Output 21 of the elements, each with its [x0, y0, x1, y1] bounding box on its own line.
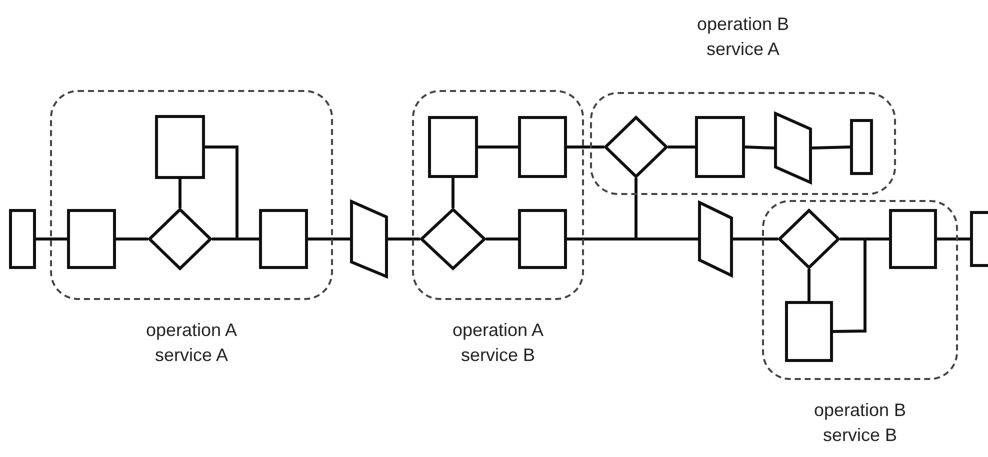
connector-line — [486, 238, 518, 240]
group-label: operation B service B — [812, 399, 908, 447]
connector-line — [452, 178, 454, 208]
group-label: operation B service A — [696, 13, 790, 61]
connector-line — [744, 146, 774, 150]
connector-line — [832, 238, 889, 333]
connector-line — [388, 238, 420, 240]
connector-line — [478, 146, 518, 148]
connector-line — [812, 146, 850, 150]
connector-line — [567, 146, 604, 148]
connector-line — [178, 179, 182, 208]
group-label: operation A service A — [144, 319, 238, 367]
connector-line — [808, 269, 810, 301]
connector-line — [937, 238, 970, 240]
connector-line — [308, 238, 350, 240]
connector-line — [36, 238, 67, 240]
connector-line — [116, 238, 148, 240]
connector-line — [733, 238, 778, 240]
connector-line — [634, 178, 698, 240]
group-label: operation A service B — [451, 319, 545, 367]
connector-line — [668, 146, 695, 148]
